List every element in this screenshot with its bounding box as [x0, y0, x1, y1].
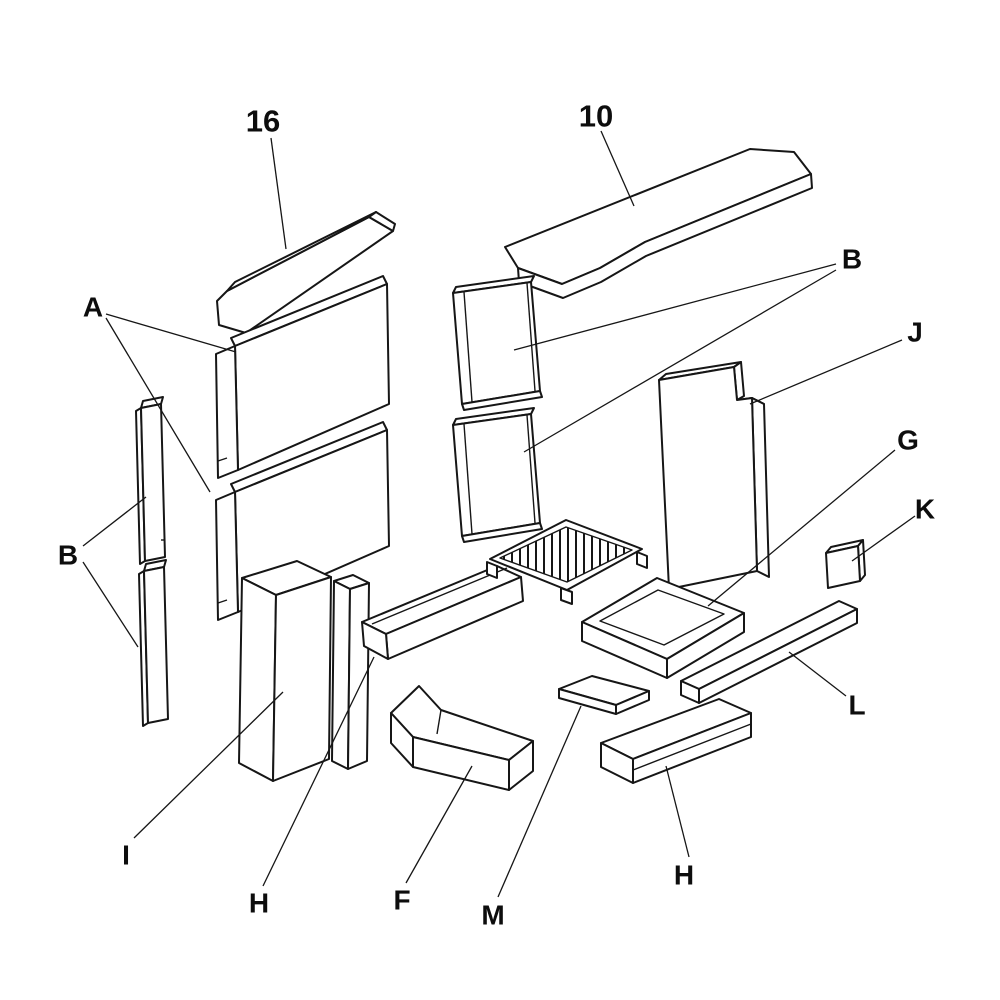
grate-foot-front: [560, 587, 573, 605]
leader-lines: [82, 130, 916, 898]
leader-j: [749, 339, 903, 405]
leader-l: [788, 651, 847, 697]
leader-f: [405, 765, 473, 884]
part-k-small-brick: [825, 539, 866, 589]
part-16-end-cap: [368, 211, 396, 232]
part-l-bar: [680, 600, 858, 704]
leader-g: [707, 449, 896, 607]
part-b-lower-flange-right: [526, 414, 536, 524]
part-b-left-upper-face: [140, 403, 166, 562]
part-b-left-lower-strip: [138, 559, 169, 727]
part-b-lower-bottom-lip: [461, 522, 543, 543]
label-m: M: [481, 900, 504, 931]
part-h-upper-lip: [371, 567, 508, 625]
part-b-upper-flange-left: [463, 291, 473, 403]
part-m-front-right: [615, 690, 650, 715]
part-b-lower-flange-left: [463, 423, 473, 535]
part-b-upper-flange-right: [526, 282, 536, 392]
part-j-face: [658, 366, 758, 590]
leader-a-1: [105, 313, 237, 353]
part-b-left-upper-strip: [135, 396, 166, 565]
label-b-left: B: [58, 540, 78, 571]
part-h-lower-lip: [632, 723, 752, 771]
part-10-top-face: [504, 148, 812, 285]
leader-16: [270, 137, 287, 250]
part-g-opening: [599, 589, 725, 646]
leader-h-right: [665, 765, 690, 858]
part-i-block: [238, 560, 370, 782]
part-a-lower-side: [215, 491, 239, 621]
part-b-upper-face: [452, 281, 541, 405]
part-i-right-face: [272, 576, 332, 782]
label-16: 16: [246, 104, 280, 139]
leader-m: [497, 705, 582, 898]
part-k-face: [825, 545, 861, 589]
label-a: A: [83, 292, 103, 323]
part-b-lower-face: [452, 413, 541, 537]
leader-a-2: [105, 317, 211, 493]
label-k: K: [915, 494, 935, 525]
part-10-front-edge: [517, 173, 813, 299]
grate-foot-right: [636, 551, 648, 569]
leader-10: [600, 130, 635, 207]
leader-b-right-2: [523, 269, 837, 453]
part-a-upper-slab: [215, 275, 390, 479]
leader-h-left: [262, 656, 375, 887]
part-g-front-right: [666, 612, 745, 679]
part-f-front-brick: [390, 685, 534, 791]
part-a-lower-notch: [217, 599, 228, 604]
label-f: F: [393, 885, 410, 916]
label-g: G: [897, 425, 919, 456]
part-l-end-cap: [680, 680, 700, 704]
part-10-top-plate: [504, 148, 813, 299]
leader-i: [133, 691, 284, 839]
leader-k: [851, 515, 916, 562]
label-h-left: H: [249, 888, 269, 919]
label-h-right: H: [674, 860, 694, 891]
part-a-upper-notch: [217, 457, 228, 462]
labels: 16 10 A B J G K L B I H F M H: [58, 99, 935, 931]
part-b-upper-bottom-lip: [461, 390, 543, 411]
part-a-upper-side: [215, 345, 239, 479]
part-m-plate: [558, 675, 650, 715]
part-h-upper-ledge: [361, 565, 524, 660]
part-f-right-cap: [508, 740, 534, 791]
part-h-upper-end-cap: [361, 621, 389, 660]
part-h-lower-end-cap: [600, 742, 634, 784]
part-i-front-face: [238, 577, 277, 782]
label-j: J: [907, 317, 923, 348]
part-16-top-strip-brick: [216, 211, 396, 334]
part-b-left-lower-face: [143, 566, 169, 724]
part-b-center-lower-panel: [452, 407, 543, 543]
label-i: I: [122, 840, 130, 871]
part-i-slab-front: [331, 580, 351, 770]
part-b-center-upper-panel: [452, 275, 543, 411]
leader-b-right-1: [513, 263, 837, 351]
label-l: L: [848, 690, 865, 721]
label-b-right: B: [842, 244, 862, 275]
part-h-lower-bar: [600, 698, 752, 784]
leader-b-left-1: [82, 496, 147, 547]
part-g-tray: [581, 577, 745, 679]
label-10: 10: [579, 99, 613, 134]
part-j-right-panel: [658, 361, 770, 590]
grate-frame-outer: [489, 519, 643, 591]
part-f-crease: [436, 709, 442, 735]
leader-b-left-2: [82, 561, 139, 648]
part-i-slab-right: [347, 582, 370, 770]
part-a-lower-slab: [215, 421, 390, 621]
grate-foot-left: [486, 561, 498, 579]
